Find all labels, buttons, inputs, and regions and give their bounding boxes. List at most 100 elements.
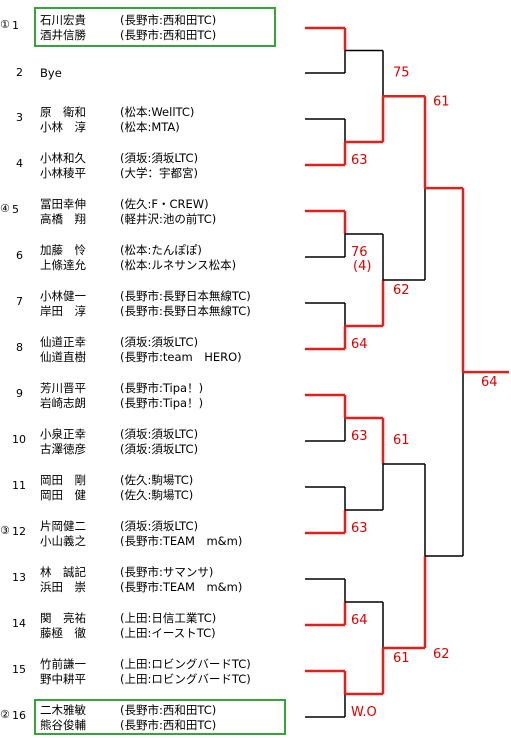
score-label: W.O (351, 705, 377, 720)
club-name: (上田:ロビングバードTC) (120, 672, 251, 686)
entry: 13 林 誠記 (長野市:サマンサ) 浜田 崇 (長野市:TEAM m&m) (0, 564, 300, 600)
draw-number: 2 (16, 66, 23, 79)
player-name: 酒井信勝 (40, 28, 86, 42)
draw-number: 4 (16, 157, 23, 170)
player-name: 浜田 崇 (40, 580, 86, 594)
player-name: 岡田 健 (40, 488, 86, 502)
club-name: (上田:ロビングバードTC) (120, 657, 251, 671)
player-name: 小林和久 (40, 151, 86, 165)
score-label: 62 (393, 283, 410, 298)
club-name: (佐久:駒場TC) (120, 473, 194, 487)
entry: 4 小林和久 (須坂:須坂LTC) 小林稜平 (大学：宇都宮) (0, 150, 300, 186)
club-name: (長野市:西和田TC) (120, 28, 217, 42)
draw-number: 8 (16, 341, 23, 354)
club-name: (長野市:西和田TC) (120, 718, 217, 732)
player-name: 小林稜平 (40, 166, 86, 180)
seed-mark: ① (0, 18, 10, 31)
seed-mark: ③ (0, 524, 10, 537)
club-name: (須坂:須坂LTC) (120, 519, 199, 533)
club-name: (長野市:西和田TC) (120, 703, 217, 717)
draw-number: 3 (16, 111, 23, 124)
club-name: (長野市:team HERO) (120, 350, 242, 364)
club-name: (松本:たんぽぽ) (120, 243, 202, 257)
player-name: Bye (40, 66, 62, 80)
seed-mark: ④ (0, 202, 10, 215)
score-label: 61 (393, 651, 410, 666)
player-name: 原 衛和 (40, 105, 86, 119)
player-name: 冨田幸伸 (40, 197, 86, 211)
entry: 14 関 亮祐 (上田:日信工業TC) 藤極 徹 (上田:イーストTC) (0, 610, 300, 646)
score-label: 76 (351, 245, 368, 260)
player-name: 仙道正幸 (40, 335, 86, 349)
club-name: (佐久:F・CREW) (120, 197, 209, 211)
draw-number: 5 (12, 203, 19, 216)
score-label: 61 (433, 94, 450, 109)
player-name: 竹前謙一 (40, 657, 86, 671)
player-name: 小林 淳 (40, 120, 86, 134)
player-name: 岡田 剛 (40, 473, 86, 487)
club-name: (松本:WellTC) (120, 105, 195, 119)
draw-number: 12 (12, 525, 26, 538)
player-name: 小山義之 (40, 534, 86, 548)
club-name: (長野市:サマンサ) (120, 565, 214, 579)
score-label: 63 (351, 429, 368, 444)
player-name: 林 誠記 (40, 565, 86, 579)
player-name: 石川宏貴 (40, 13, 86, 27)
draw-number: 14 (12, 617, 26, 630)
player-name: 野中耕平 (40, 672, 86, 686)
player-name: 高橋 翔 (40, 212, 86, 226)
player-name: 仙道直樹 (40, 350, 86, 364)
player-name: 加藤 怜 (40, 243, 86, 257)
club-name: (大学：宇都宮) (120, 166, 198, 180)
club-name: (上田:日信工業TC) (120, 611, 217, 625)
draw-number: 7 (16, 295, 23, 308)
draw-number: 1 (12, 19, 19, 32)
entry: 2 Bye (0, 66, 300, 102)
score-label: 64 (481, 375, 498, 390)
seed-mark: ② (0, 708, 10, 721)
player-name: 古澤徳彦 (40, 442, 86, 456)
player-name: 上條達允 (40, 258, 86, 272)
club-name: (上田:イーストTC) (120, 626, 216, 640)
score-label: 62 (433, 647, 450, 662)
club-name: (長野市:長野日本無線TC) (120, 304, 251, 318)
player-name: 小泉正幸 (40, 427, 86, 441)
player-name: 芳川晋平 (40, 381, 86, 395)
score-label: 61 (393, 433, 410, 448)
draw-number: 9 (16, 387, 23, 400)
player-name: 関 亮祐 (40, 611, 86, 625)
club-name: (松本:ルネサンス松本) (120, 258, 237, 272)
club-name: (須坂:須坂LTC) (120, 151, 199, 165)
player-name: 二木雅敏 (40, 703, 86, 717)
player-name: 岸田 淳 (40, 304, 86, 318)
player-name: 藤極 徹 (40, 626, 86, 640)
player-name: 小林健一 (40, 289, 86, 303)
club-name: (長野市:TEAM m&m) (120, 534, 243, 548)
player-name: 熊谷俊輔 (40, 718, 86, 732)
player-name: 岩崎志朗 (40, 396, 86, 410)
club-name: (長野市:TEAM m&m) (120, 580, 243, 594)
entry: 8 仙道正幸 (須坂:須坂LTC) 仙道直樹 (長野市:team HERO) (0, 334, 300, 370)
draw-number: 6 (16, 249, 23, 262)
score-label: 64 (351, 613, 368, 628)
score-label: 63 (351, 521, 368, 536)
draw-number: 11 (12, 479, 26, 492)
club-name: (長野市:西和田TC) (120, 13, 217, 27)
club-name: (軽井沢:池の前TC) (120, 212, 217, 226)
entry: 6 加藤 怜 (松本:たんぽぽ) 上條達允 (松本:ルネサンス松本) (0, 242, 300, 278)
club-name: (長野市:Tipa！) (120, 396, 204, 410)
club-name: (須坂:須坂LTC) (120, 335, 199, 349)
draw-number: 13 (12, 571, 26, 584)
draw-number: 16 (12, 709, 26, 722)
